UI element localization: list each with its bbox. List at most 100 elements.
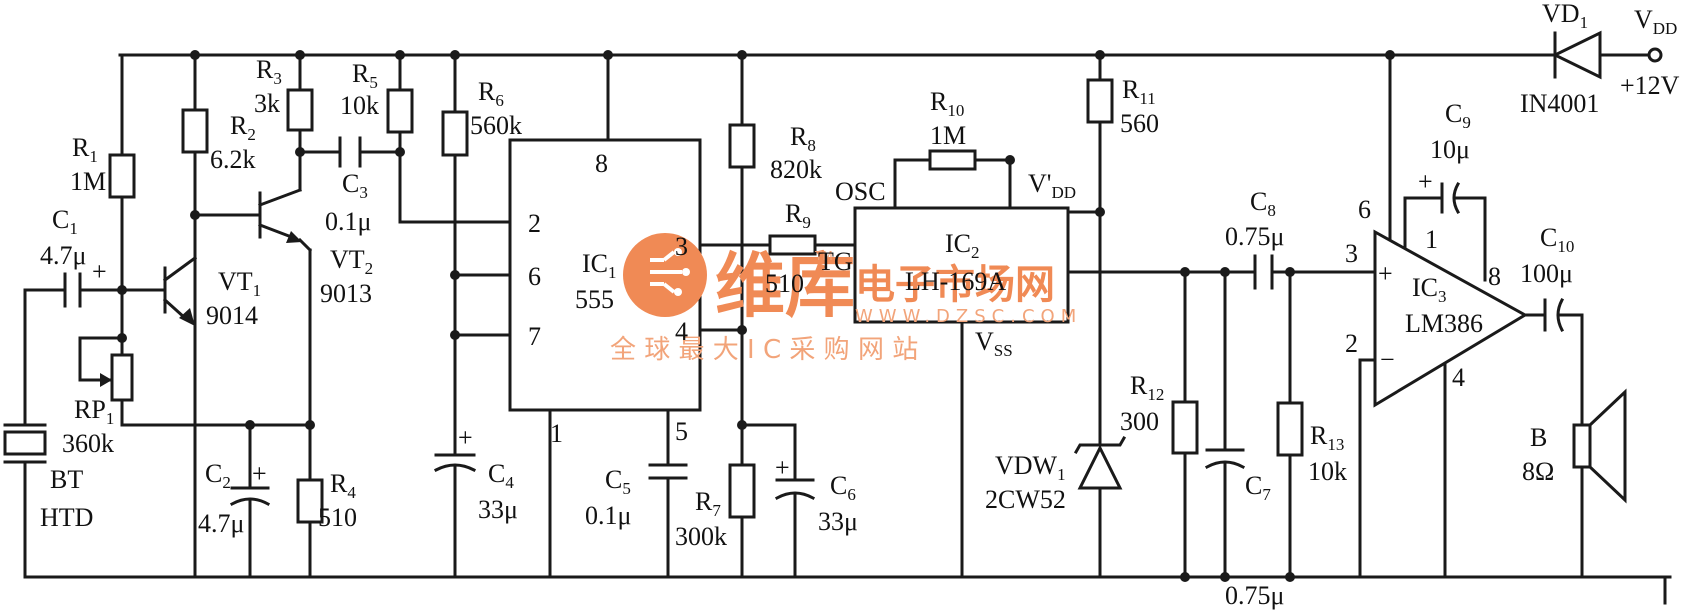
c9-value: 10μ	[1430, 135, 1470, 164]
r12-label: R12	[1130, 371, 1164, 404]
ic1-pin2: 2	[528, 209, 541, 238]
c10-label: C10	[1540, 223, 1574, 256]
rp1-value: 360k	[62, 429, 114, 458]
r4-value: 510	[318, 503, 357, 532]
c2-plus: +	[252, 459, 267, 488]
r1-resistor	[108, 153, 136, 199]
watermark-logo-icon	[623, 233, 707, 317]
supply-voltage: +12V	[1620, 71, 1680, 100]
c6-label: C6	[830, 471, 856, 504]
r8-label: R8	[790, 122, 816, 155]
r10-resistor	[928, 149, 977, 171]
ic3-pin6: 6	[1358, 195, 1371, 224]
c7-value: 0.75μ	[1225, 581, 1284, 610]
vt2-part: 9013	[320, 279, 372, 308]
c9-capacitor	[1440, 181, 1461, 215]
r12-value: 300	[1120, 407, 1159, 436]
r13-label: R13	[1310, 421, 1344, 454]
r11-value: 560	[1120, 109, 1159, 138]
c4-value: 33μ	[478, 495, 518, 524]
c1-plus: +	[92, 257, 107, 286]
c3-value: 0.1μ	[325, 207, 371, 236]
c4-capacitor	[433, 453, 477, 473]
r6-label: R6	[478, 77, 504, 110]
r2-label: R2	[230, 111, 256, 144]
c1-label: C1	[52, 205, 78, 238]
watermark-title: 电子市场网	[855, 262, 1055, 308]
ic3-pin2: 2	[1345, 329, 1358, 358]
vd1-part: IN4001	[1520, 89, 1599, 118]
c2-capacitor	[229, 486, 271, 507]
c5-capacitor	[648, 463, 688, 480]
ic2-osc: OSC	[835, 177, 886, 206]
ic1-label: IC1	[582, 249, 617, 282]
ic2-part: LH-169A	[905, 267, 1006, 296]
c1-capacitor	[63, 272, 82, 308]
c6-value: 33μ	[818, 507, 858, 536]
b-value: 8Ω	[1522, 457, 1554, 486]
r3-label: R3	[256, 55, 282, 88]
r9-value: 510	[765, 269, 804, 298]
bt-buzzer	[3, 423, 47, 464]
c10-capacitor	[1543, 297, 1565, 333]
speaker	[1572, 388, 1627, 504]
vt2-label: VT2	[330, 245, 373, 278]
r5-label: R5	[352, 59, 378, 92]
vd1-diode	[1543, 30, 1602, 80]
c5-value: 0.1μ	[585, 501, 631, 530]
ic3-lm386	[1373, 229, 1529, 408]
r4-label: R4	[330, 469, 356, 502]
vt1-transistor	[162, 255, 198, 328]
r8-value: 820k	[770, 155, 822, 184]
ic3-pin4: 4	[1452, 363, 1465, 392]
c10-value: 100μ	[1520, 259, 1573, 288]
ic1-pin4: 4	[675, 317, 688, 346]
ic3-label: IC3	[1412, 273, 1447, 306]
r5-resistor	[386, 88, 414, 134]
c2-value: 4.7μ	[198, 509, 244, 538]
r6-resistor	[441, 110, 469, 157]
ic3-minus: −	[1380, 345, 1395, 374]
c9-plus: +	[1418, 167, 1433, 196]
c5-label: C5	[605, 465, 631, 498]
r7-value: 300k	[675, 522, 727, 551]
vdd-terminal	[1647, 47, 1663, 63]
c2-label: C2	[205, 459, 231, 492]
vt1-label: VT1	[218, 267, 261, 300]
watermark-url: WWW.DZSC.COM	[855, 306, 1082, 327]
r13-resistor	[1276, 401, 1304, 457]
vdw1-label: VDW1	[995, 451, 1066, 484]
c1-value: 4.7μ	[40, 241, 86, 270]
r1-value: 1M	[70, 167, 106, 196]
vdd-label: VDD	[1634, 5, 1677, 38]
bt-part: HTD	[40, 503, 93, 532]
c8-capacitor	[1253, 254, 1274, 290]
ic3-part: LM386	[1405, 309, 1483, 338]
ic1-pin1: 1	[550, 419, 563, 448]
r8-resistor	[728, 123, 756, 169]
c3-capacitor	[338, 136, 362, 168]
c6-capacitor	[774, 478, 816, 501]
ic3-pin3: 3	[1345, 239, 1358, 268]
r11-label: R11	[1122, 75, 1156, 108]
c9-label: C9	[1445, 99, 1471, 132]
r7-resistor	[728, 463, 756, 519]
ic3-plus: +	[1378, 259, 1393, 288]
watermark: 维库 电子市场网 WWW.DZSC.COM 全 球 最 大 I C 采 购 网 …	[610, 233, 1082, 365]
watermark-tagline: 全 球 最 大 I C 采 购 网 站	[610, 335, 918, 365]
r10-value: 1M	[930, 121, 966, 150]
ic1-pin7: 7	[528, 322, 541, 351]
ic3-pin8: 8	[1488, 262, 1501, 291]
r6-value: 560k	[470, 111, 522, 140]
r13-value: 10k	[1308, 457, 1347, 486]
r5-value: 10k	[340, 91, 379, 120]
rp1-potentiometer	[100, 336, 134, 427]
r3-value: 3k	[254, 89, 280, 118]
bt-label: BT	[50, 465, 83, 494]
r7-label: R7	[695, 487, 721, 520]
ic1-pin8: 8	[595, 149, 608, 178]
watermark-brand: 维库	[715, 245, 855, 327]
ic2-vss: VSS	[975, 327, 1013, 360]
c8-value: 0.75μ	[1225, 222, 1284, 251]
